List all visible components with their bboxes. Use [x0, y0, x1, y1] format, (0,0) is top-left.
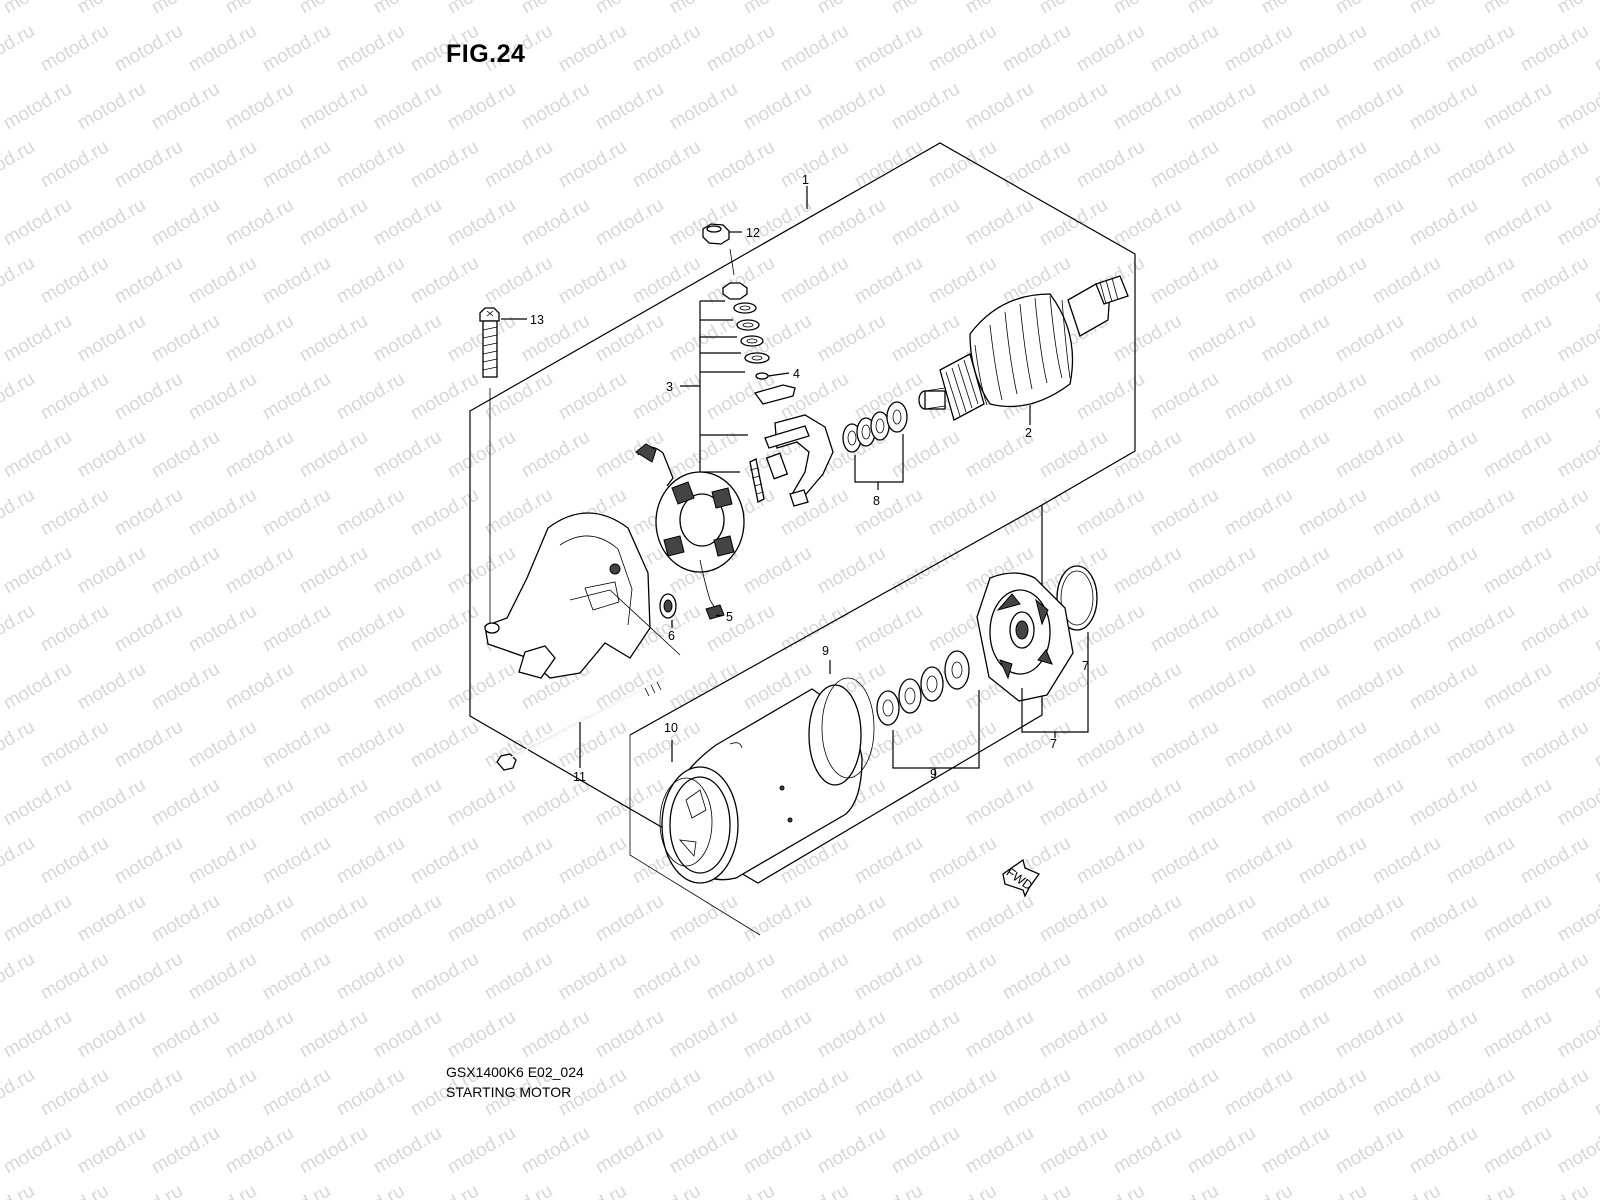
through-bolt-11: 11 [496, 677, 665, 784]
callout-6: 6 [668, 629, 675, 643]
brush-holder-5: 5 [635, 443, 745, 624]
thrust-washers-9-upper: 8 [842, 401, 908, 508]
callout-10-upper: 9 [822, 644, 829, 658]
callout-12: 12 [746, 226, 760, 240]
end-cover [484, 512, 681, 679]
figure-title: FIG.24 [446, 40, 526, 68]
figure-code: GSX1400K6 E02_024 [446, 1064, 584, 1080]
brush-terminal-plate [749, 414, 834, 507]
yoke-housing: 9 10 [659, 644, 875, 884]
terminal-washers-3: 3 4 [666, 248, 800, 473]
bearing-6: 6 [659, 593, 677, 643]
callout-9-lower: 9 [930, 767, 937, 781]
bolt-13: 13 [479, 307, 544, 630]
callout-4: 4 [793, 367, 800, 381]
callout-9-upper: 8 [873, 494, 880, 508]
fwd-arrow-icon: FWD [1002, 858, 1040, 898]
callout-3: 3 [666, 380, 673, 394]
callout-7: 7 [1050, 737, 1057, 751]
callout-2: 2 [1025, 426, 1032, 440]
thrust-washers-9-lower: 9 [876, 650, 980, 781]
assembly-box-subframe [629, 735, 761, 936]
front-cover-7: 7 7 [976, 565, 1098, 751]
callout-8: 7 [1082, 659, 1089, 673]
armature-2: 2 [918, 275, 1129, 440]
figure-name: STARTING MOTOR [446, 1084, 572, 1100]
callout-1: 1 [802, 173, 809, 187]
assembly-box-divider [629, 504, 1043, 736]
callout-11: 11 [573, 770, 586, 784]
callout-5: 5 [726, 610, 733, 624]
callout-10-lower: 10 [664, 721, 678, 735]
nut-12: 12 [702, 223, 760, 245]
callout-13: 13 [530, 313, 544, 327]
